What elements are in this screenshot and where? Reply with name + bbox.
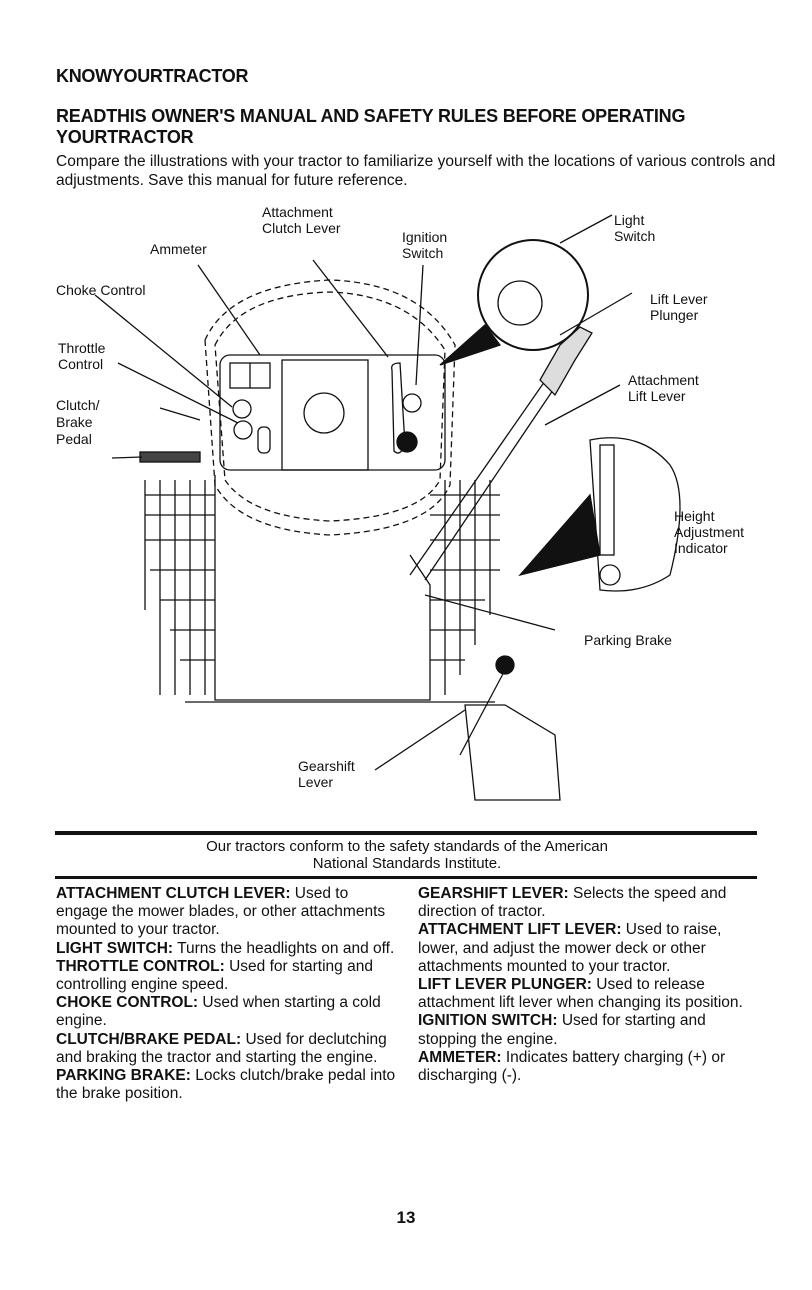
seat-outline	[214, 475, 431, 701]
console-outline	[204, 279, 456, 536]
left-fender	[144, 480, 215, 695]
ansi-conformance-note: Our tractors conform to the safety stand…	[206, 838, 608, 872]
definitions-left-column: ATTACHMENT CLUTCH LEVER: Used to engage …	[56, 885, 396, 1103]
height-indicator-callout	[589, 437, 681, 592]
gearshift-gate	[464, 704, 561, 801]
label-choke-control: Choke Control	[56, 282, 146, 298]
definition-gearshift-lever: GEARSHIFT LEVER: Selects the speed and d…	[418, 885, 727, 921]
right-fender	[430, 480, 500, 695]
definition-clutch-brake-pedal: CLUTCH/BRAKE PEDAL: Used for declutching…	[56, 1030, 387, 1066]
intro-paragraph: Compare the illustrations with your trac…	[56, 153, 776, 189]
definition-ammeter: AMMETER: Indicates battery charging (+) …	[418, 1048, 726, 1085]
page-number: 13	[396, 1208, 416, 1227]
clutch-brake-pedal	[139, 451, 201, 463]
definition-light-switch: LIGHT SWITCH: Turns the headlights on an…	[56, 939, 395, 957]
warning-subheading: READTHIS OWNER'S MANUAL AND SAFETY RULES…	[56, 106, 686, 147]
ignition-switch	[402, 393, 422, 413]
bottom-rule	[55, 876, 757, 879]
definition-throttle-control: THROTTLE CONTROL: Used for starting and …	[56, 957, 373, 994]
light-switch-callout	[477, 239, 589, 351]
console-outline-inner	[214, 291, 446, 522]
definition-attachment-lift-lever: ATTACHMENT LIFT LEVER: Used to raise, lo…	[418, 921, 722, 975]
definition-attachment-clutch-lever: ATTACHMENT CLUTCH LEVER: Used to engage …	[56, 885, 386, 939]
definition-parking-brake: PARKING BRAKE: Locks clutch/brake pedal …	[56, 1067, 396, 1103]
light-switch-knob	[396, 431, 418, 453]
center-panel	[281, 359, 369, 471]
fuel-gauge	[303, 392, 345, 434]
gearshift-lever	[459, 669, 506, 756]
section-heading: KNOWYOURTRACTOR	[56, 66, 249, 86]
throttle-knob	[257, 426, 271, 454]
definition-choke-control: CHOKE CONTROL: Used when starting a cold…	[56, 994, 381, 1030]
definitions-right-column: GEARSHIFT LEVER: Selects the speed and d…	[418, 885, 763, 1085]
choke-knob	[232, 399, 252, 419]
top-rule	[55, 831, 757, 835]
label-parking-brake: Parking Brake	[584, 632, 672, 648]
leader-lines	[94, 214, 633, 771]
definition-lift-lever-plunger: LIFT LEVER PLUNGER: Used to release atta…	[418, 976, 743, 1012]
definition-ignition-switch: IGNITION SWITCH: Used for starting and s…	[418, 1012, 706, 1048]
label-ammeter: Ammeter	[150, 241, 207, 257]
